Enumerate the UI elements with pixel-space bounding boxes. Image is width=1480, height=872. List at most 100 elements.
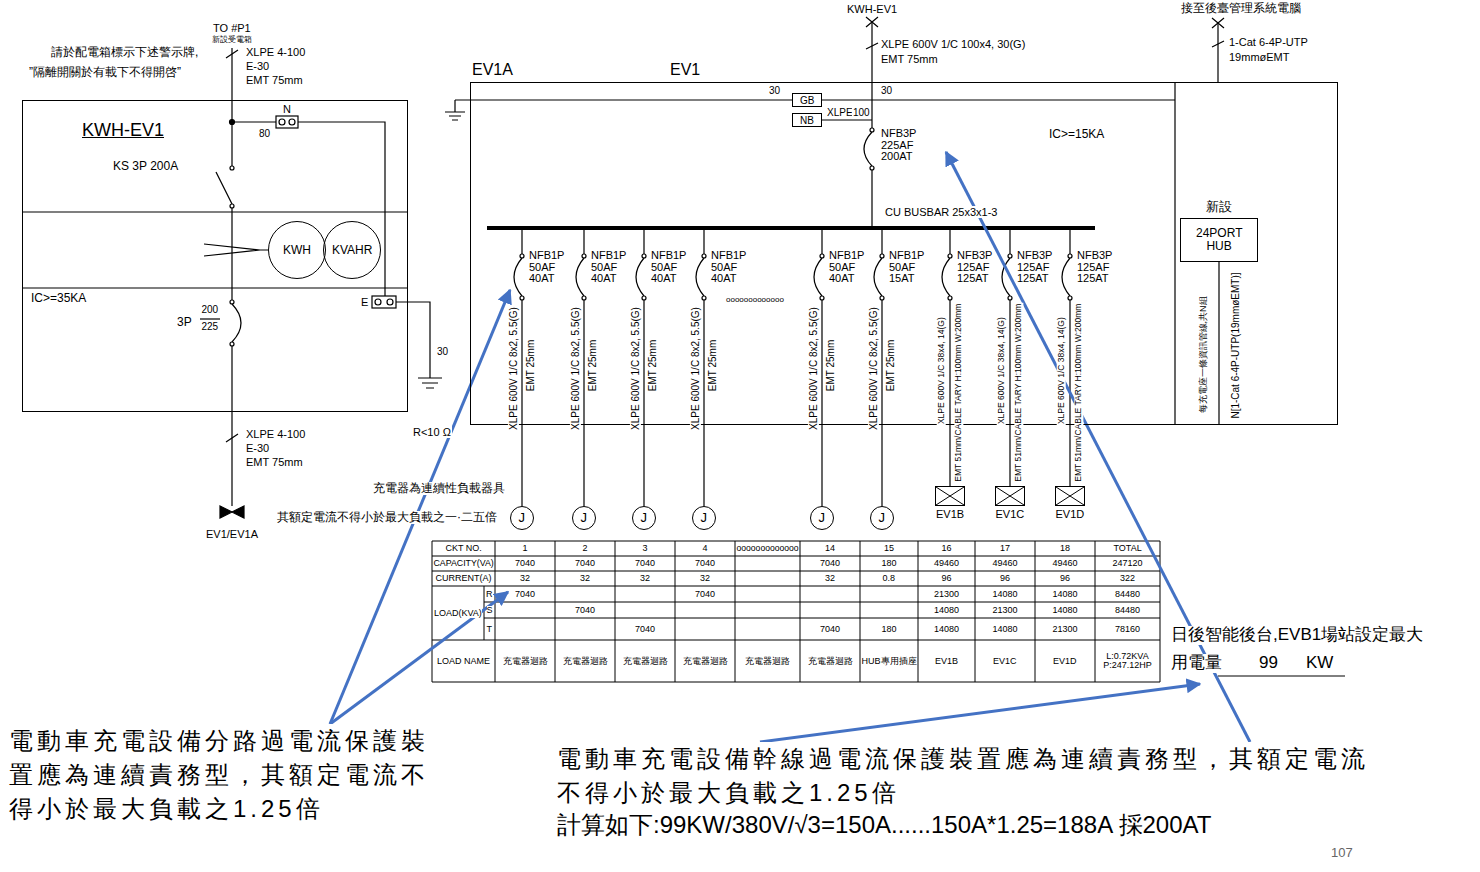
cable-spec: XLPE 600V 1/C 8x2, 5.5(G) (689, 306, 700, 431)
table-cell: CKT NO. (446, 544, 482, 553)
table-cell: 16 (942, 544, 952, 553)
breaker-arc (232, 304, 241, 342)
table-cell: 1 (523, 544, 528, 553)
cable-spec: EMT 51mm/CABLE TARY H:100mm W:200mm (1014, 302, 1023, 482)
panel-title: KWH-EV1 (81, 121, 165, 141)
network-cable (1217, 23, 1218, 82)
table-cell: 32 (640, 574, 650, 583)
table-cell: ooooooooooooo (737, 544, 799, 553)
terminal-label: GB (799, 95, 815, 106)
breaker-contact (1068, 254, 1072, 258)
table-cell: EV1B (935, 657, 958, 666)
breaker-contact (702, 296, 706, 300)
ev-panel-wiring (445, 17, 1224, 425)
branch-cable (583, 425, 584, 506)
terminal-label: NB (799, 115, 815, 126)
charger-label: EV1D (1055, 508, 1086, 520)
table-cell: 32 (520, 574, 530, 583)
table-cell: 7040 (820, 625, 840, 634)
charger-box: EV1D (1055, 486, 1085, 506)
table-cell: 14080 (1053, 606, 1078, 615)
drawing-note: 200 (201, 304, 220, 315)
table-cell: T (487, 625, 493, 634)
table-cell: 49460 (934, 559, 959, 568)
table-cell: 78160 (1115, 625, 1140, 634)
callout-arrow (946, 152, 1250, 742)
breaker-rating: NFB3P 125AF 125AT (1016, 250, 1053, 285)
drawing-note: 30 (436, 346, 449, 357)
drawing-note: TO #P1 (212, 22, 252, 34)
callout-note: 計算如下:99KW/380V/√3=150A......150A*1.25=18… (556, 812, 1212, 838)
symbol-label: J (640, 511, 649, 525)
page-number: 107 (1330, 846, 1354, 860)
callout-note: 電動車充電設備分路過電流保護裝置應為連續責務型，其額定電流不得小於最大負載之1.… (8, 724, 455, 826)
breaker-contact (948, 254, 952, 258)
branch-cable (949, 425, 950, 486)
drawing-note: 225 (201, 321, 220, 332)
charger-label: EV1C (995, 508, 1026, 520)
demand-note: 99 (1258, 654, 1279, 673)
symbol-label: J (878, 511, 887, 525)
table-cell: LOAD NAME (437, 657, 490, 666)
drawing-note: IC>=15KA (1048, 128, 1105, 141)
cross-mark (1056, 487, 1084, 505)
symbol-label: J (518, 511, 527, 525)
table-cell: CAPACITY(VA) (434, 559, 494, 568)
breaker-contact (820, 254, 824, 258)
panel-title: EV1 (669, 61, 701, 79)
circle-symbol: J (572, 506, 596, 530)
drawing-note: 每充電座一條資訊管線,共N組 (1198, 295, 1208, 414)
drawing-note: E (360, 296, 369, 308)
table-cell: 96 (942, 574, 952, 583)
cable-spec: XLPE 600V 1/C 38x4, 14(G) (1056, 316, 1065, 425)
drawing-note: 30 (880, 85, 893, 96)
drawing-note: EMT 75mm (245, 456, 304, 468)
charger-box: EV1C (995, 486, 1025, 506)
symbol-label: J (700, 511, 709, 525)
demand-note: 用電量 (1170, 654, 1223, 673)
callout-note: 電動車充電設備幹線過電流保護裝置應為連續責務型，其額定電流不得小於最大負載之1.… (556, 742, 1388, 810)
cable-spec: EMT 25mm (707, 338, 718, 392)
drawing-note: 3P (176, 316, 193, 329)
breaker-contact (870, 128, 874, 132)
table-cell: 96 (1060, 574, 1070, 583)
table-cell: 充電器迴路 (563, 657, 608, 666)
callout-arrow (760, 684, 1200, 742)
table-cell: 充電器迴路 (503, 657, 548, 666)
breaker-rating: NFB1P 50AF 40AT (650, 250, 687, 285)
breaker-contact (520, 254, 524, 258)
table-rule (432, 541, 1160, 682)
terminal-box: GB (792, 93, 822, 107)
table-cell: 15 (884, 544, 894, 553)
drawing-note: 接至後臺管理系統電腦 (1180, 2, 1302, 15)
symbol-label: J (580, 511, 589, 525)
hub-label: 24PORT HUB (1195, 227, 1243, 253)
table-cell: EV1C (993, 657, 1017, 666)
copper-busbar (487, 226, 1095, 230)
drawing-note: E-30 (245, 60, 270, 72)
switch-contact (230, 204, 234, 208)
terminal-ring (375, 299, 381, 305)
table-cell: 2 (583, 544, 588, 553)
breaker-contact (642, 254, 646, 258)
drawing-note: EMT 75mm (245, 74, 304, 86)
drawing-note: 100 (852, 107, 871, 118)
cable-spec: XLPE 600V 1/C 8x2, 5.5(G) (569, 306, 580, 431)
table-rule (432, 541, 1160, 682)
cable-spec: EMT 51mm/CABLE TARY H:100mm W:200mm (954, 302, 963, 482)
drawing-note: 新設受電箱 (211, 36, 253, 45)
cable-spec: EMT 25mm (647, 338, 658, 392)
circle-symbol: KVAHR (323, 221, 381, 279)
branch-cable (703, 425, 704, 506)
circle-symbol: J (870, 506, 894, 530)
table-cell: 180 (882, 625, 897, 634)
cross-line (936, 487, 964, 505)
table-cell: 7040 (695, 559, 715, 568)
table-cell: 84480 (1115, 590, 1140, 599)
breaker-rating: NFB1P 50AF 40AT (528, 250, 565, 285)
table-cell: 7040 (820, 559, 840, 568)
drawing-note: 30 (768, 85, 781, 96)
breaker-contact (520, 296, 524, 300)
drawing-note: XLPE 4-100 (245, 46, 306, 58)
table-cell: L:0.72KVA P:247.12HP (1096, 652, 1159, 671)
